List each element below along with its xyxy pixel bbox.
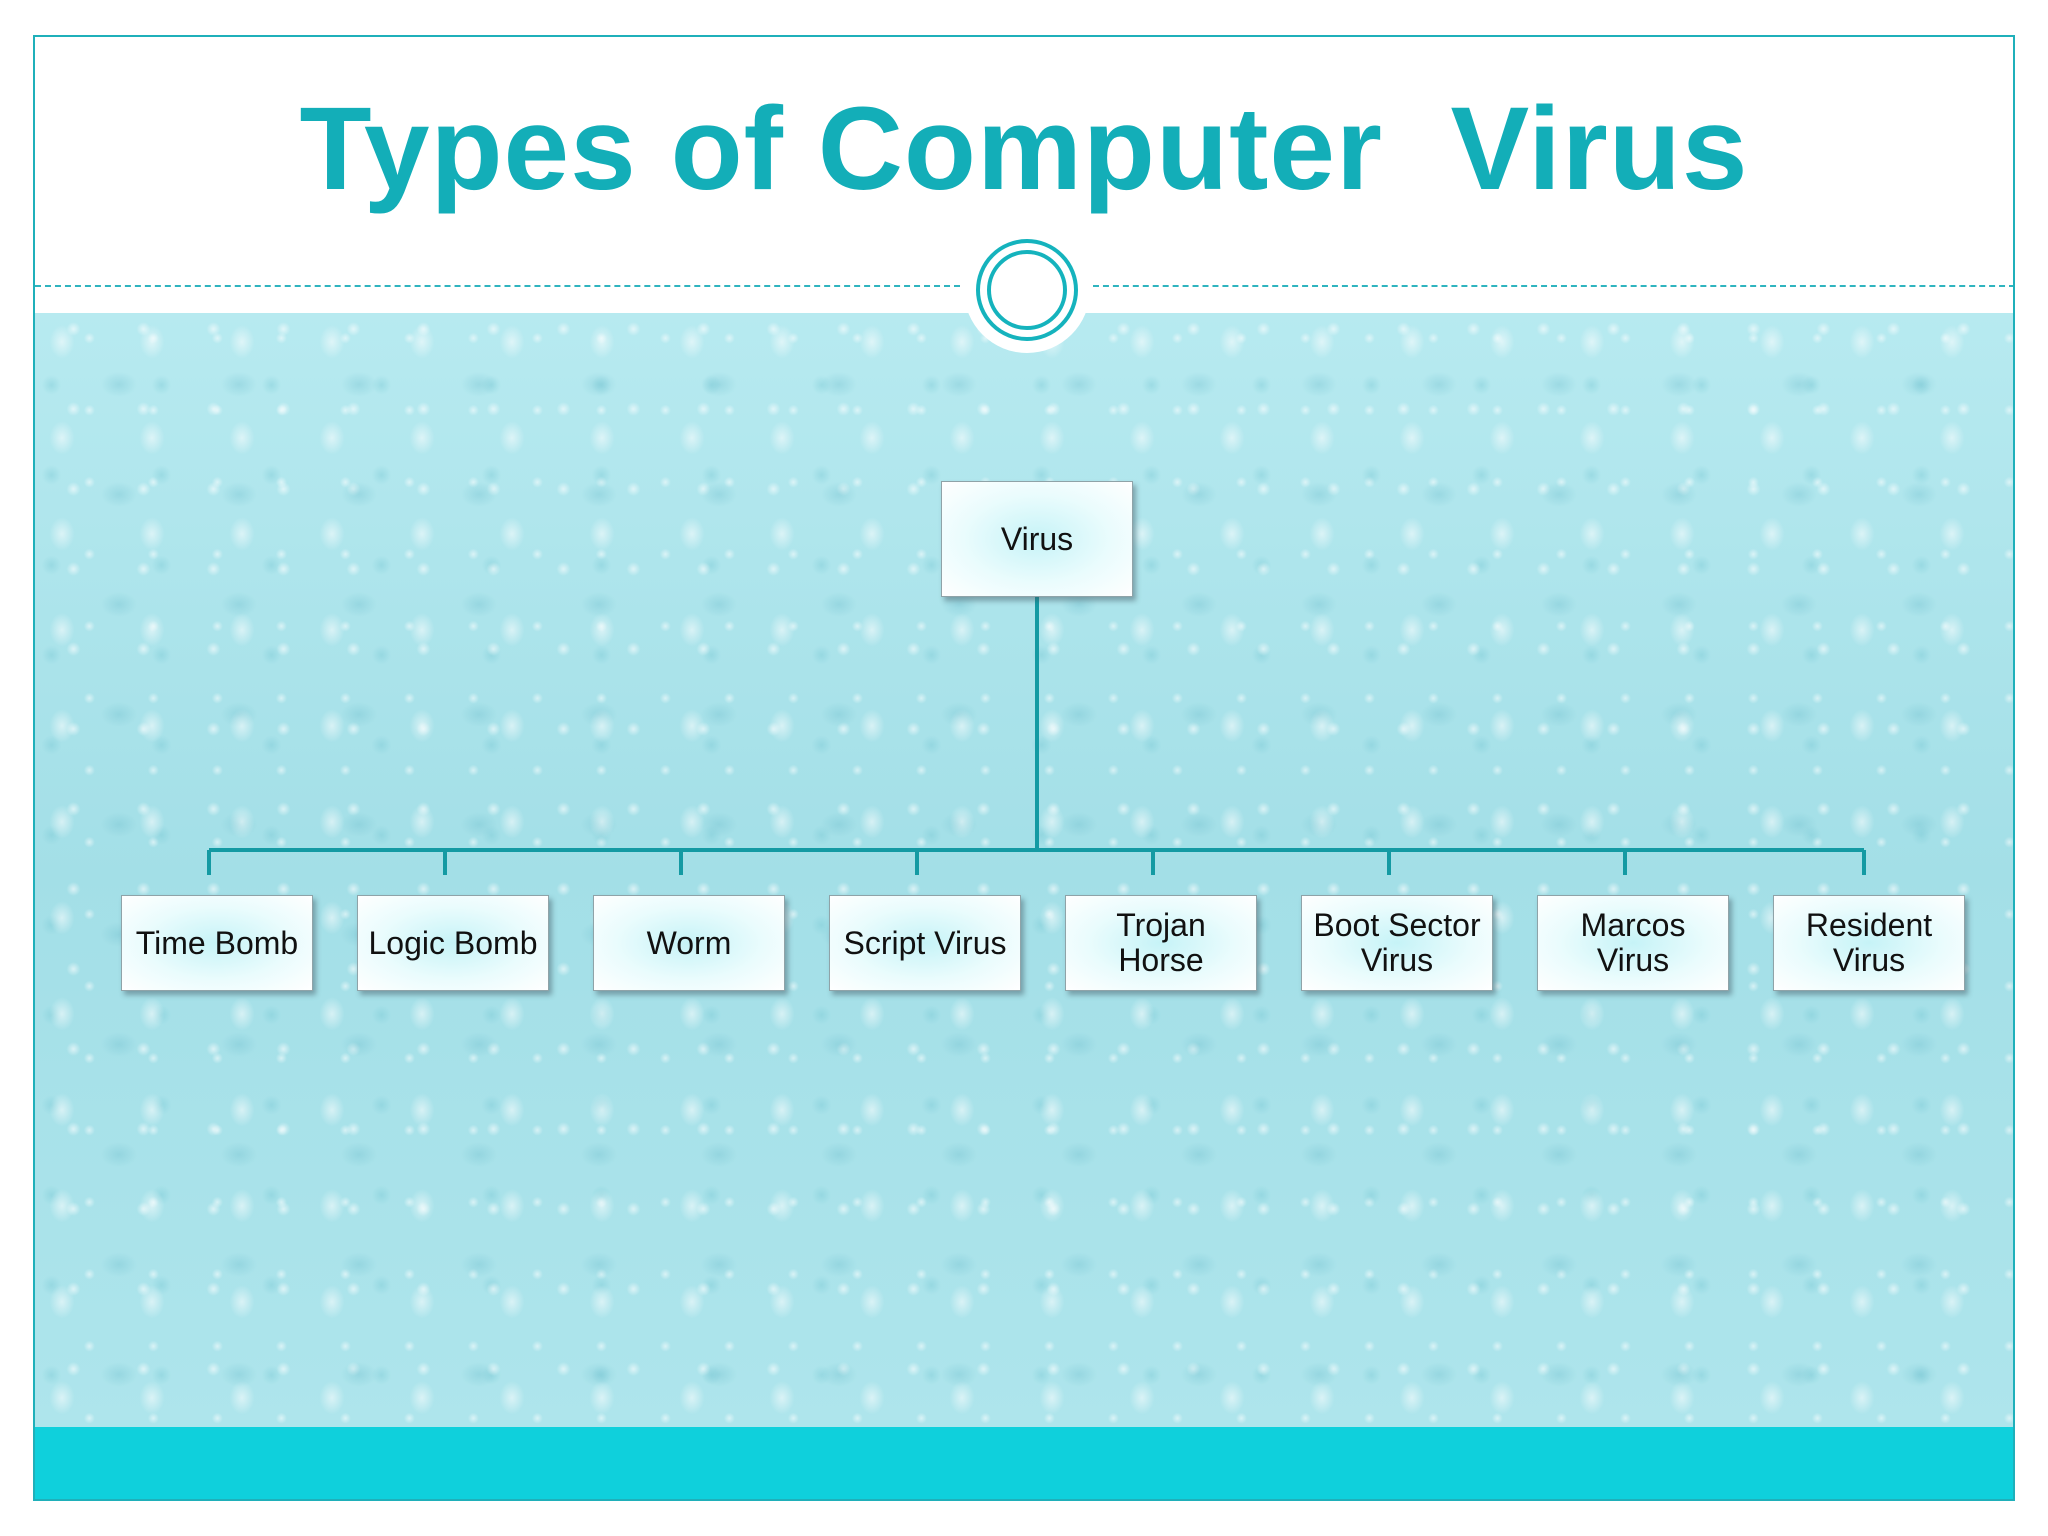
marcos-virus-node: Marcos Virus <box>1537 895 1729 991</box>
header-divider-right <box>1093 285 2013 287</box>
resident-virus-node: Resident Virus <box>1773 895 1965 991</box>
hierarchy-connectors <box>207 597 1866 875</box>
slide-title: Types of Computer Virus <box>299 83 1749 215</box>
emblem-inner-ring <box>987 250 1067 330</box>
boot-sector-virus-node: Boot Sector Virus <box>1301 895 1493 991</box>
slide: Types of Computer Virus Virus Time Bomb … <box>33 35 2015 1501</box>
trojan-horse-node: Trojan Horse <box>1065 895 1257 991</box>
footer-accent-bar <box>35 1427 2013 1499</box>
worm-node: Worm <box>593 895 785 991</box>
logic-bomb-node: Logic Bomb <box>357 895 549 991</box>
emblem-outer-ring <box>976 239 1078 341</box>
script-virus-node: Script Virus <box>829 895 1021 991</box>
header-divider-left <box>35 285 960 287</box>
virus-root-node: Virus <box>941 481 1133 597</box>
time-bomb-node: Time Bomb <box>121 895 313 991</box>
circle-emblem-icon <box>964 227 1090 353</box>
